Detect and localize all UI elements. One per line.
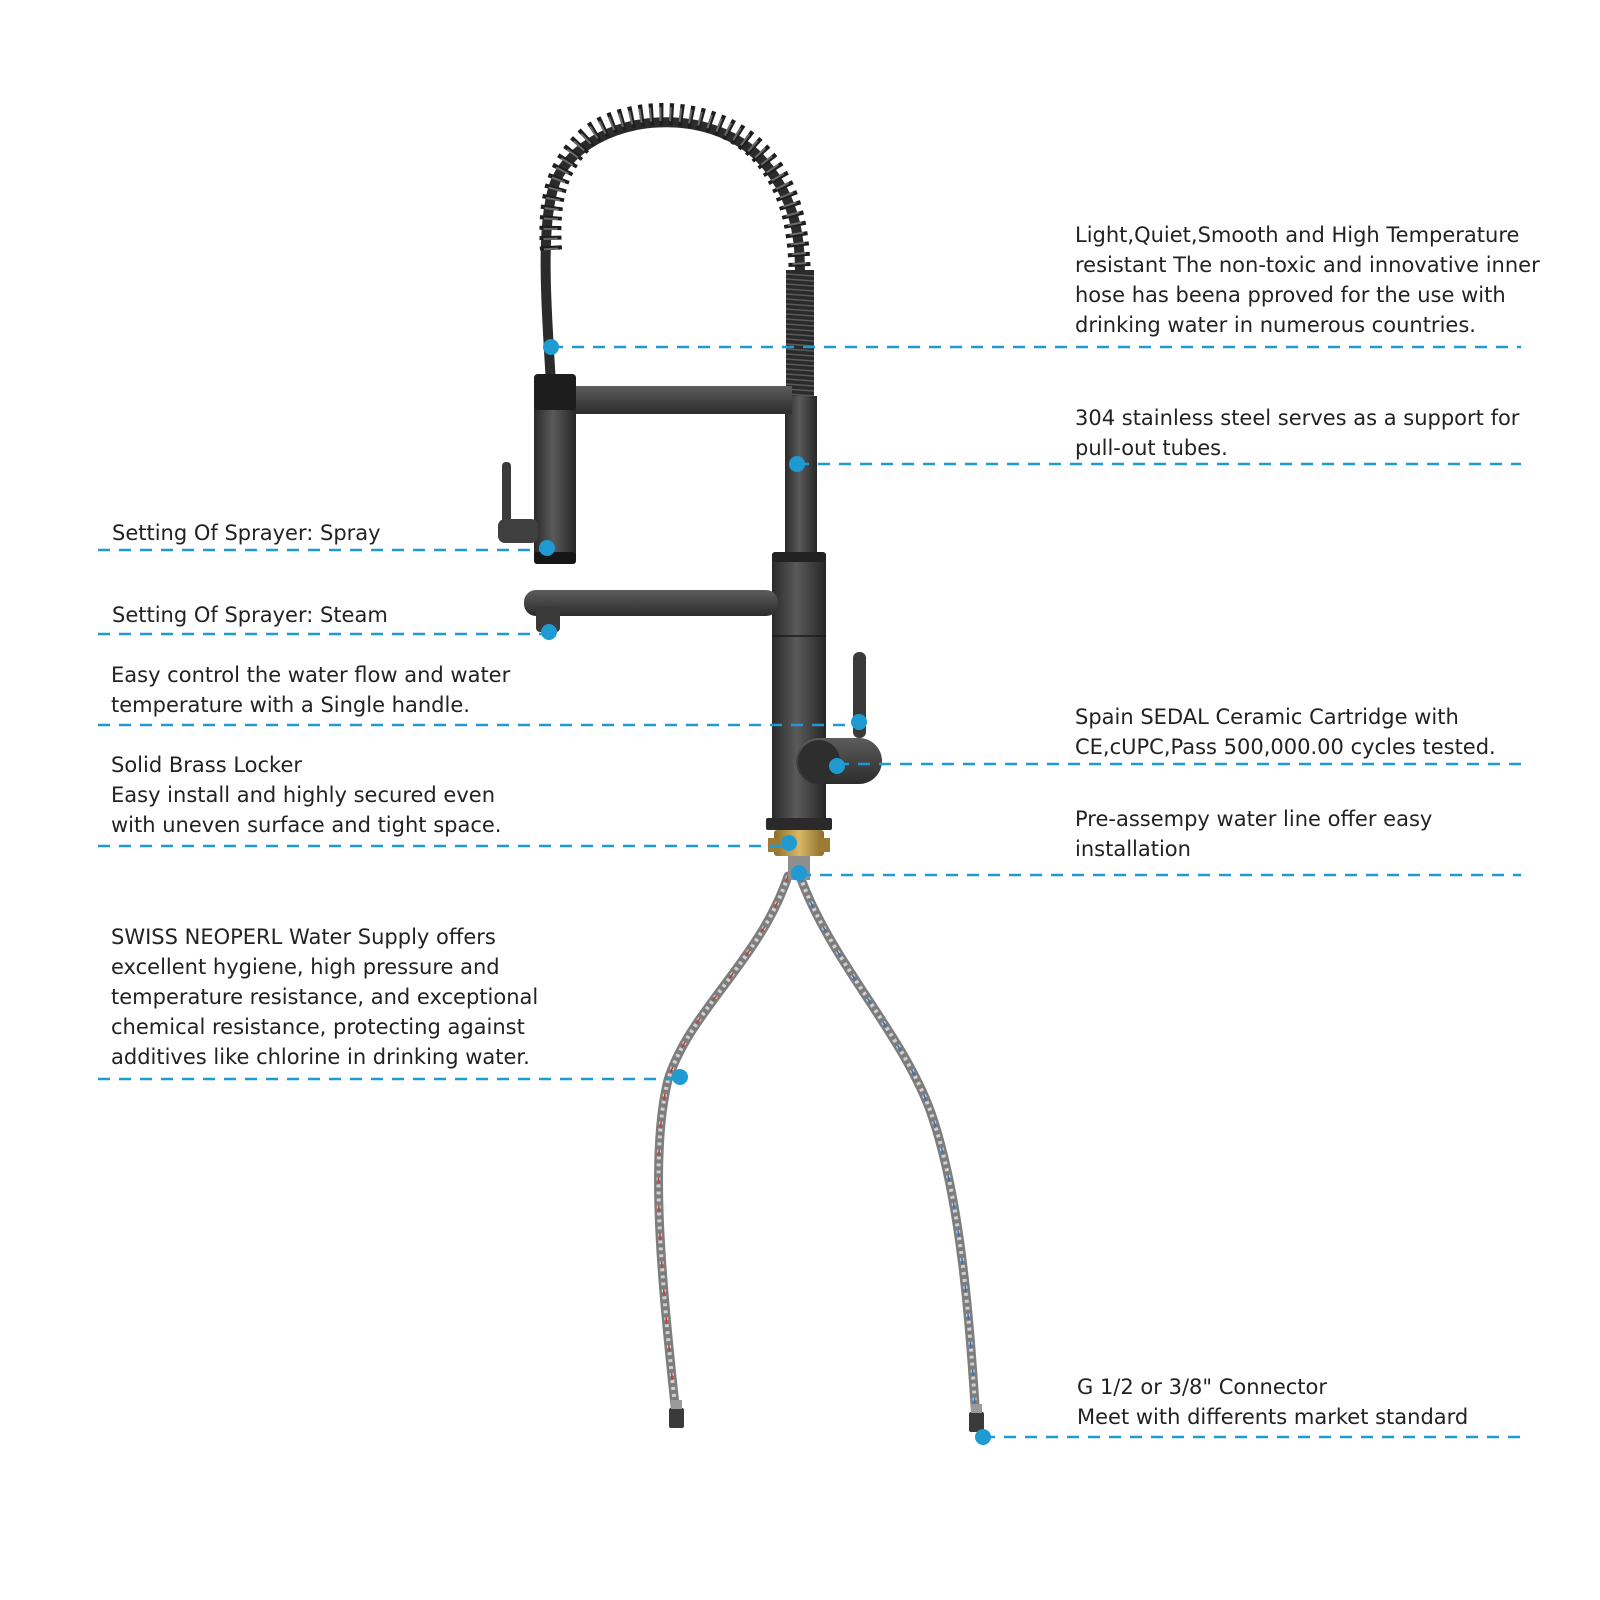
callout-line: with uneven surface and tight space. [111, 813, 502, 837]
right-hose-connector [969, 1412, 984, 1432]
right-hose-blue-trace [799, 875, 977, 1421]
main-body-cap [772, 552, 826, 562]
callout-line: Spain SEDAL Ceramic Cartridge with [1075, 705, 1459, 729]
rib-line [785, 318, 815, 322]
brass-locker-nut-right [820, 838, 830, 852]
callout-line: hose has beena pproved for the use with [1075, 283, 1506, 307]
spout-arm [524, 590, 778, 616]
left-hose-braid [656, 875, 790, 1416]
callout-inner-hose: Light,Quiet,Smooth and High Temperature … [1075, 220, 1540, 340]
rib-line [785, 373, 815, 377]
callout-stainless-support: 304 stainless steel serves as a support … [1075, 403, 1519, 463]
right-hose-connector-ferrule [971, 1404, 982, 1413]
pull-down-hose-assembly [539, 103, 815, 400]
dot-water-supply [672, 1069, 688, 1085]
dot-ceramic-cartridge [829, 758, 845, 774]
spring-coil-highlight [543, 107, 807, 291]
dot-connector [975, 1429, 991, 1445]
callout-connector: G 1/2 or 3/8" Connector Meet with differ… [1077, 1372, 1468, 1432]
callout-line: Solid Brass Locker [111, 753, 303, 777]
callout-water-supply: SWISS NEOPERL Water Supply offers excell… [111, 922, 538, 1072]
rib-line [785, 293, 815, 297]
callout-water-line: Pre-assempy water line offer easy instal… [1075, 804, 1432, 864]
callout-sprayer-steam: Setting Of Sprayer: Steam [112, 600, 388, 630]
rib-line [785, 278, 815, 282]
callout-line: drinking water in numerous countries. [1075, 313, 1476, 337]
rib-line [785, 338, 815, 342]
handle-cap [798, 740, 840, 782]
base-flange [766, 818, 832, 830]
dot-single-handle [851, 714, 867, 730]
sprayer-head-collar [534, 374, 576, 410]
callout-line: resistant The non-toxic and innovative i… [1075, 253, 1540, 277]
upper-arm [552, 386, 792, 414]
marker-dots [539, 339, 991, 1445]
dot-water-line [791, 865, 807, 881]
supply-hoses [654, 871, 984, 1432]
rib-line [785, 353, 815, 357]
faucet-body [498, 374, 882, 880]
dot-stainless-support [789, 456, 805, 472]
rib-line [785, 308, 815, 312]
dot-sprayer-steam [541, 624, 557, 640]
rib-line [785, 273, 815, 277]
callout-line: Pre-assempy water line offer easy [1075, 807, 1433, 831]
callout-line: Easy install and highly secured even [111, 783, 496, 807]
rib-line [785, 348, 815, 352]
callout-line: excellent hygiene, high pressure and [111, 955, 500, 979]
inner-hose [540, 117, 805, 389]
callout-line: 304 stainless steel serves as a support … [1075, 406, 1520, 430]
sprayer-lever-stem [502, 462, 511, 530]
rib-line [785, 328, 815, 332]
dot-brass-locker [781, 835, 797, 851]
left-hose-connector-ferrule [671, 1400, 682, 1409]
left-hose-connector [669, 1408, 684, 1428]
callout-brass-locker: Solid Brass Locker Easy install and high… [111, 750, 501, 840]
callout-line: Setting Of Sprayer: Spray [112, 521, 381, 545]
rib-line [785, 383, 815, 387]
rib-line [785, 358, 815, 362]
rib-line [785, 313, 815, 317]
spout-outlet [536, 606, 560, 632]
right-hose-braid [798, 875, 978, 1421]
callout-ceramic-cartridge: Spain SEDAL Ceramic Cartridge with CE,cU… [1075, 702, 1496, 762]
rib-line [785, 323, 815, 327]
left-supply-hose [654, 871, 793, 1420]
callout-line: G 1/2 or 3/8" Connector [1077, 1375, 1328, 1399]
dot-sprayer-spray [539, 540, 555, 556]
callout-single-handle: Easy control the water flow and water te… [111, 660, 510, 720]
callout-line: chemical resistance, protecting against [111, 1015, 525, 1039]
rib-line [785, 333, 815, 337]
callout-line: CE,cUPC,Pass 500,000.00 cycles tested. [1075, 735, 1496, 759]
leader-lines [98, 345, 1521, 1439]
sprayer-head [534, 374, 576, 560]
callout-line: additives like chlorine in drinking wate… [111, 1045, 530, 1069]
callout-line: temperature resistance, and exceptional [111, 985, 539, 1009]
callout-line: installation [1075, 837, 1191, 861]
rib-line [785, 378, 815, 382]
rib-lines [785, 273, 815, 397]
rib-line [785, 343, 815, 347]
support-column [785, 396, 817, 566]
callout-line: Meet with differents market standard [1077, 1405, 1469, 1429]
callout-line: SWISS NEOPERL Water Supply offers [111, 925, 496, 949]
rib-line [785, 363, 815, 367]
rib-line [785, 368, 815, 372]
right-supply-hose [795, 871, 981, 1425]
callout-line: pull-out tubes. [1075, 436, 1228, 460]
rib-line [785, 303, 815, 307]
dot-inner-hose [543, 339, 559, 355]
rib-line [785, 283, 815, 287]
rib-line [785, 288, 815, 292]
callout-sprayer-spray: Setting Of Sprayer: Spray [112, 518, 381, 548]
callout-line: Easy control the water flow and water [111, 663, 511, 687]
callout-line: Light,Quiet,Smooth and High Temperature [1075, 223, 1520, 247]
rib-line [785, 298, 815, 302]
callout-line: temperature with a Single handle. [111, 693, 470, 717]
sprayer-nozzle [534, 552, 576, 564]
callout-line: Setting Of Sprayer: Steam [112, 603, 388, 627]
left-hose-red-trace [657, 875, 789, 1416]
sprayer-lever-base [498, 519, 538, 543]
